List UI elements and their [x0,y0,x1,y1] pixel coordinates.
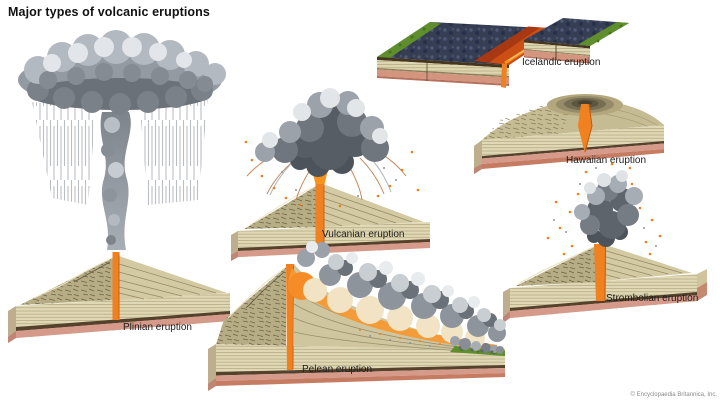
page-title: Major types of volcanic eruptions [8,5,210,19]
plinian-ashfall [32,100,208,205]
strombolian-illustration [503,162,707,323]
pelean-illustration [208,241,506,391]
vulcanian-ash-cloud [255,88,389,177]
label-icelandic: Icelandic eruption [522,57,601,68]
plinian-magma-conduit [112,252,120,320]
vulcanian-magma-conduit [315,184,325,244]
strombolian-magma-conduit [594,244,606,301]
pelean-pyroclastic-flow [288,241,506,354]
plinian-ash-column [100,112,131,250]
hawaiian-magma-conduit [578,104,592,154]
icelandic-left-slab [377,22,563,88]
copyright-credit: © Encyclopaedia Britannica, Inc. [630,392,717,398]
label-hawaiian: Hawaiian eruption [566,155,647,166]
icelandic-illustration [377,18,629,88]
plinian-cone [20,252,227,320]
label-pelean: Pelean eruption [302,364,373,375]
icelandic-right-slab [524,18,629,64]
vulcanian-illustration [231,88,430,261]
hawaiian-illustration [474,94,664,174]
icelandic-fissure-conduit [501,63,507,88]
vulcanian-block [231,222,430,261]
plinian-umbrella-cloud [18,30,226,115]
pelean-mountain [216,263,505,370]
hawaiian-block [474,125,664,174]
label-plinian: Plinian eruption [123,322,192,333]
plinian-illustration [8,30,230,343]
label-strombolian: Strombolian eruption [606,293,699,304]
strombolian-spatter [546,162,662,256]
strombolian-cone [516,243,692,301]
vulcanian-cone [244,183,424,244]
label-vulcanian: Vulcanian eruption [322,229,405,240]
plinian-block [8,293,230,343]
strombolian-ash-cloud [574,170,643,247]
